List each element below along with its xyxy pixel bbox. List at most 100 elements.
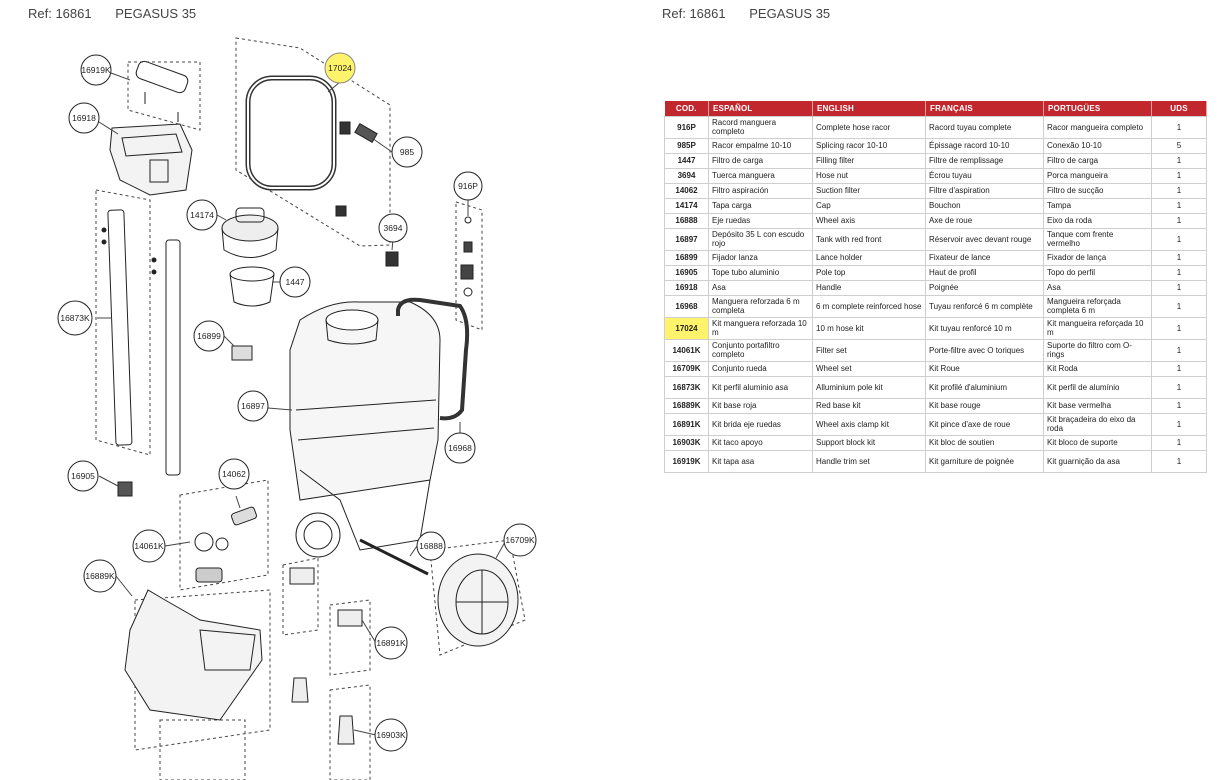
callout-label: 3694 [384,223,403,233]
cell-portuguese: Fixador de lança [1043,249,1152,266]
cell-english: Lance holder [812,249,926,266]
leader-lines [97,72,506,736]
cell-units: 1 [1151,316,1207,340]
callout-16919K: 16919K [80,54,112,86]
lance-holder-part [231,345,253,361]
cell-units: 5 [1151,137,1207,154]
hose-racor-part [460,216,474,297]
cell-portuguese: Suporte do filtro com O-rings [1043,338,1152,362]
callout-label: 1447 [286,277,305,287]
cell-french: Filtre d'aspiration [925,182,1044,199]
page-header-right: Ref: 16861 PEGASUS 35 [662,6,830,21]
coupling-part [354,122,378,144]
cell-french: Haut de profil [925,264,1044,281]
cell-portuguese: Tampa [1043,197,1152,214]
cell-french: Bouchon [925,197,1044,214]
cell-english: Red base kit [812,397,926,414]
wheel-clamp-parts [289,567,363,627]
cell-spanish: Racord manguera completo [708,115,813,139]
cell-units: 1 [1151,449,1207,473]
cell-units: 1 [1151,212,1207,229]
column-header-spanish: ESPAÑOL [708,101,813,116]
cell-french: Écrou tuyau [925,167,1044,184]
cell-spanish: Filtro aspiración [708,182,813,199]
cell-english: Hose nut [812,167,926,184]
column-header-french: FRANÇAIS [925,101,1044,116]
cell-portuguese: Filtro de carga [1043,152,1152,169]
cell-portuguese: Filtro de sucção [1043,182,1152,199]
cell-spanish: Kit manguera reforzada 10 m [708,316,813,340]
cell-spanish: Tapa carga [708,197,813,214]
cell-french: Épissage racord 10-10 [925,137,1044,154]
hose-coil-part [245,75,351,217]
callout-16709K: 16709K [503,523,537,557]
cell-code: 16888 [664,212,709,229]
cell-code: 16905 [664,264,709,281]
callout-16891K: 16891K [374,626,408,660]
cell-portuguese: Kit bloco de suporte [1043,434,1152,451]
cell-units: 1 [1151,279,1207,296]
cell-english: 6 m complete reinforced hose [812,294,926,318]
cell-code: 16903K [664,434,709,451]
cell-english: Tank with red front [812,227,926,251]
cell-spanish: Kit perfil aluminio asa [708,375,813,399]
cell-portuguese: Kit mangueira reforçada 10 m [1043,316,1152,340]
pole-top-part [117,481,133,497]
cell-spanish: Conjunto rueda [708,360,813,377]
handle-part [109,123,193,196]
cell-units: 1 [1151,375,1207,399]
callout-985: 985 [391,136,423,168]
callout-16897: 16897 [237,390,269,422]
cell-english: Support block kit [812,434,926,451]
cell-portuguese: Kit guarnição da asa [1043,449,1152,473]
callout-14061K: 14061K [132,529,166,563]
cell-units: 1 [1151,360,1207,377]
cell-spanish: Manguera reforzada 6 m completa [708,294,813,318]
cell-units: 1 [1151,167,1207,184]
filter-part [229,266,275,307]
cell-spanish: Conjunto portafiltro completo [708,338,813,362]
callout-label: 16889K [85,571,115,581]
cell-portuguese: Porca mangueira [1043,167,1152,184]
cell-english: Complete hose racor [812,115,926,139]
callout-16899: 16899 [193,320,225,352]
cell-units: 1 [1151,264,1207,281]
cell-portuguese: Eixo da roda [1043,212,1152,229]
cell-french: Kit base rouge [925,397,1044,414]
callout-label: 14061K [134,541,164,551]
callout-label: 16903K [376,730,406,740]
handle-trim-part [135,60,189,122]
cell-english: Suction filter [812,182,926,199]
callout-label: 16905 [71,471,95,481]
cell-code: 985P [664,137,709,154]
cell-english: Wheel set [812,360,926,377]
cell-spanish: Tuerca manguera [708,167,813,184]
cell-french: Kit pince d'axe de roue [925,412,1044,436]
cell-english: Wheel axis clamp kit [812,412,926,436]
cell-english: Cap [812,197,926,214]
cell-spanish: Tope tubo aluminio [708,264,813,281]
cell-portuguese: Tanque com frente vermelho [1043,227,1152,251]
cell-english: Pole top [812,264,926,281]
cell-code: 16891K [664,412,709,436]
cell-units: 1 [1151,227,1207,251]
cell-spanish: Eje ruedas [708,212,813,229]
cell-code: 16899 [664,249,709,266]
column-header-code: COD. [664,101,709,116]
cell-portuguese: Asa [1043,279,1152,296]
suction-filter-part [231,506,257,526]
callout-label: 16873K [60,313,90,323]
cell-french: Filtre de remplissage [925,152,1044,169]
cell-units: 1 [1151,338,1207,362]
cell-portuguese: Kit perfil de alumínio [1043,375,1152,399]
cell-french: Réservoir avec devant rouge [925,227,1044,251]
hose-nut-part [385,251,399,267]
